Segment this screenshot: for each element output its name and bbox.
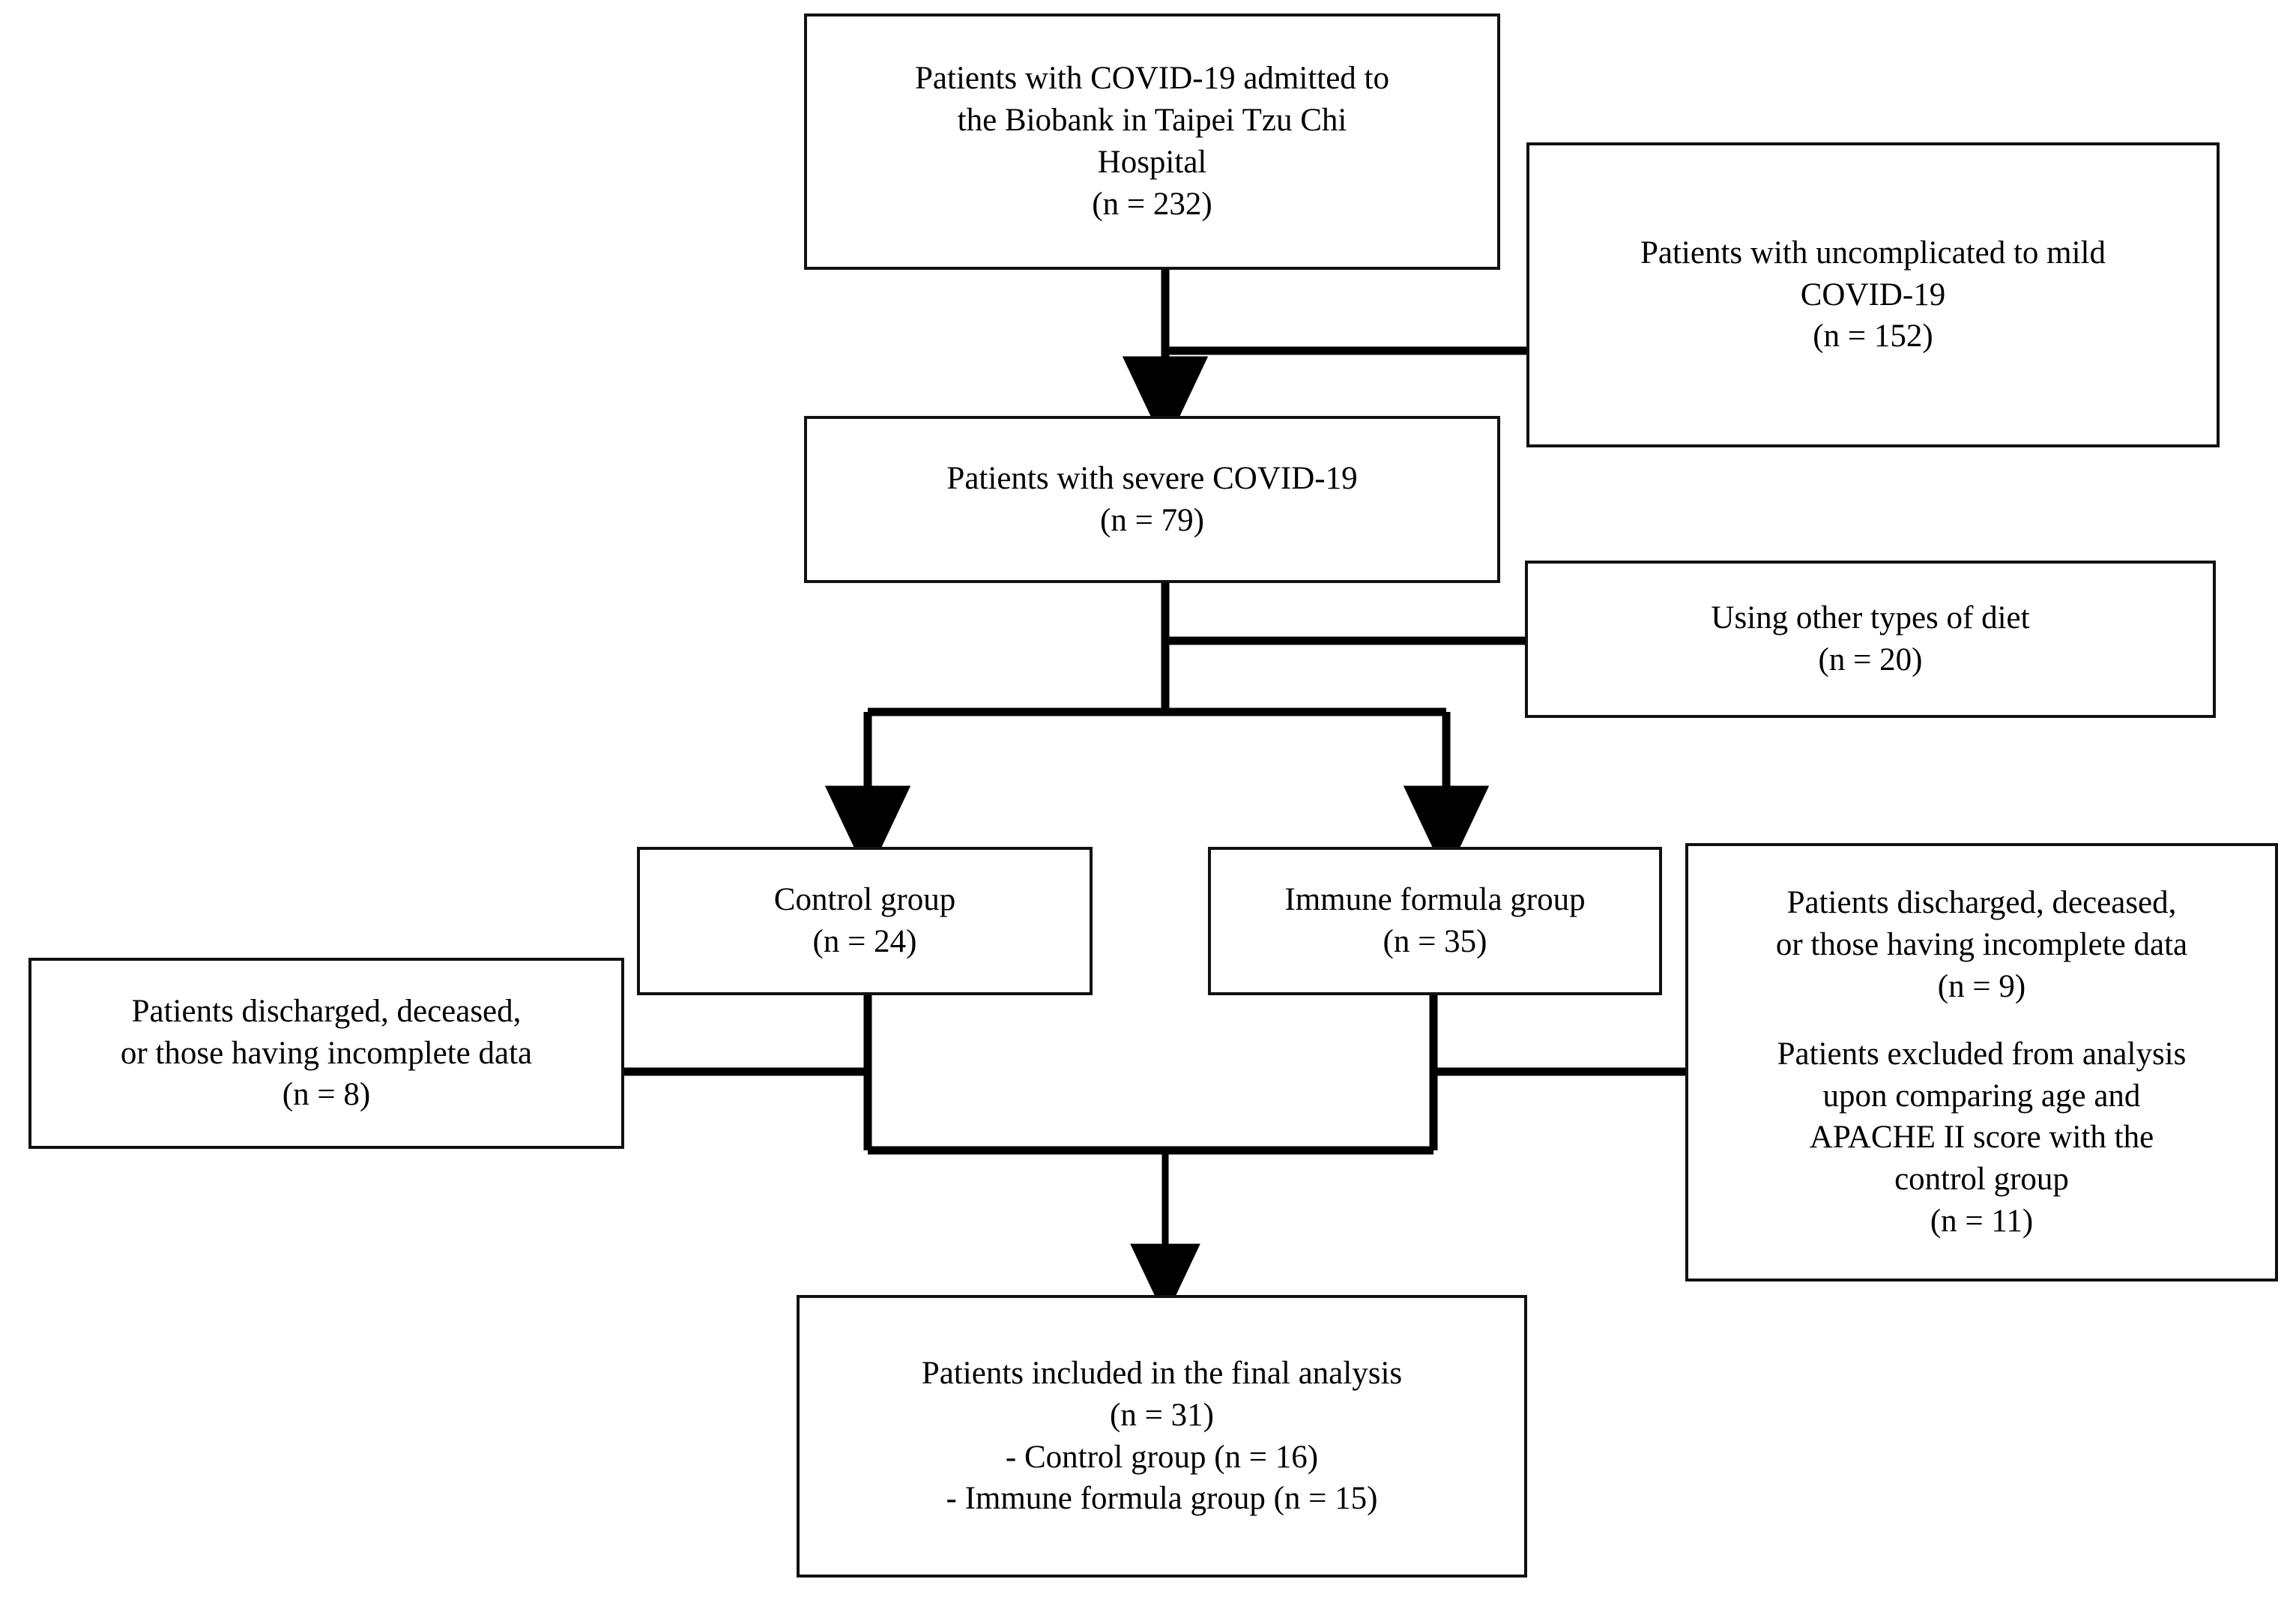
node-excluded-right-a-line-1: Patients discharged, deceased,: [1786, 884, 2177, 920]
node-admitted-line-1: Patients with COVID-19 admitted to: [915, 61, 1389, 97]
node-excluded-right-b-line-1: Patients excluded from analysis: [1777, 1036, 2187, 1072]
node-final-analysis-count: (n = 31): [1110, 1397, 1214, 1433]
node-admitted-line-3: Hospital: [1097, 145, 1207, 180]
node-immune-group-line-1: Immune formula group: [1284, 882, 1586, 918]
node-final-analysis-immune: - Immune formula group (n = 15): [946, 1481, 1378, 1517]
connector-admitted-to-severe: [1122, 270, 1526, 447]
node-final-analysis-line-1: Patients included in the final analysis: [921, 1355, 1403, 1391]
connector-severe-to-groups: [824, 583, 1525, 877]
node-excluded-right-a-count: (n = 9): [1937, 968, 2026, 1004]
node-excluded-right: Patients discharged, deceased, or those …: [1685, 843, 2278, 1282]
node-severe-count: (n = 79): [1100, 502, 1204, 538]
node-excluded-left-line-2: or those having incomplete data: [120, 1035, 533, 1071]
node-excluded-right-b-line-4: control group: [1894, 1162, 2069, 1198]
connector-groups-to-final: [624, 995, 1685, 1318]
node-excluded-right-b-count: (n = 11): [1930, 1204, 2034, 1240]
node-admitted-line-2: the Biobank in Taipei Tzu Chi: [957, 103, 1347, 139]
node-final-analysis-control: - Control group (n = 16): [1005, 1439, 1319, 1475]
node-severe: Patients with severe COVID-19 (n = 79): [804, 416, 1500, 583]
node-excluded-left: Patients discharged, deceased, or those …: [28, 958, 624, 1149]
node-immune-group: Immune formula group (n = 35): [1208, 847, 1662, 995]
node-excluded-left-line-1: Patients discharged, deceased,: [131, 993, 522, 1029]
node-excluded-diet-line-1: Using other types of diet: [1711, 600, 2030, 636]
node-excluded-diet-count: (n = 20): [1818, 642, 1923, 677]
node-final-analysis: Patients included in the final analysis …: [797, 1295, 1527, 1578]
node-excluded-left-count: (n = 8): [282, 1077, 371, 1113]
node-excluded-diet: Using other types of diet (n = 20): [1525, 561, 2216, 718]
node-admitted: Patients with COVID-19 admitted to the B…: [804, 13, 1500, 270]
node-excluded-right-a-line-2: or those having incomplete data: [1775, 926, 2188, 962]
node-admitted-count: (n = 232): [1092, 186, 1212, 222]
node-control-group-line-1: Control group: [773, 882, 956, 918]
node-excluded-mild-line-1: Patients with uncomplicated to mild: [1640, 235, 2106, 271]
node-excluded-right-b-line-2: upon comparing age and: [1822, 1078, 2141, 1114]
node-immune-group-count: (n = 35): [1383, 924, 1487, 959]
node-severe-line-1: Patients with severe COVID-19: [946, 460, 1358, 496]
node-excluded-mild-count: (n = 152): [1813, 319, 1933, 354]
node-excluded-mild-line-2: COVID-19: [1800, 277, 1946, 313]
node-control-group: Control group (n = 24): [637, 847, 1093, 995]
node-excluded-right-b-line-3: APACHE II score with the: [1809, 1120, 2154, 1156]
node-control-group-count: (n = 24): [812, 924, 917, 959]
node-excluded-mild: Patients with uncomplicated to mild COVI…: [1526, 142, 2220, 447]
